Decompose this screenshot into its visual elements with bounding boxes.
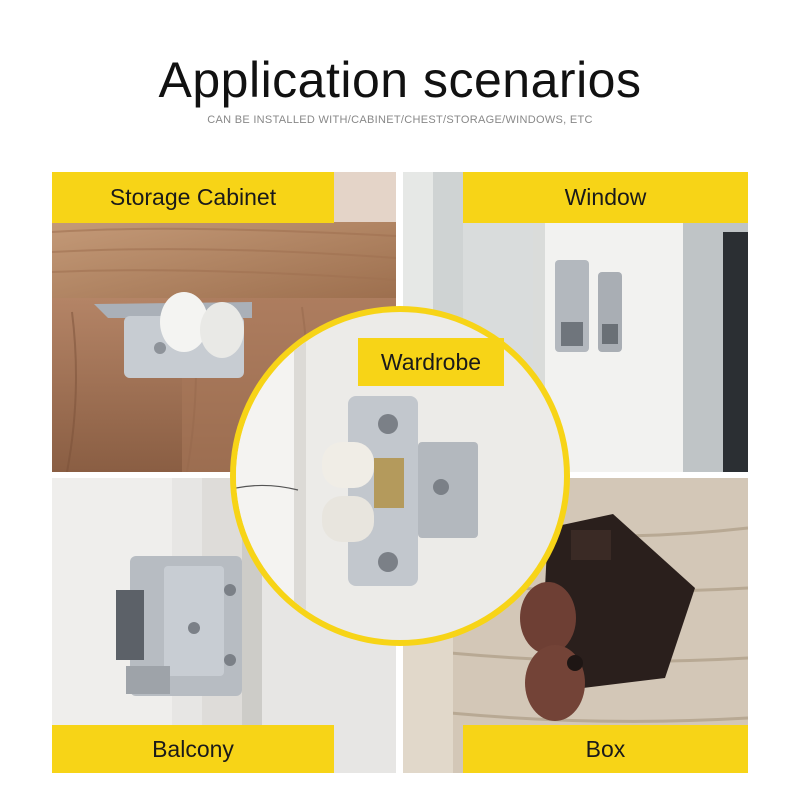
storage-cabinet-photo: Storage Cabinet bbox=[52, 172, 396, 472]
scenario-label: Window bbox=[463, 172, 748, 223]
scenario-label: Storage Cabinet bbox=[52, 172, 334, 223]
scenario-label: Balcony bbox=[52, 725, 334, 773]
page-subtitle: CAN BE INSTALLED WITH/CABINET/CHEST/STOR… bbox=[207, 114, 593, 126]
scenario-label: Wardrobe bbox=[358, 338, 504, 386]
page-title: Application scenarios bbox=[158, 52, 642, 108]
scenario-label: Box bbox=[463, 725, 748, 773]
wardrobe-circle-frame bbox=[230, 306, 570, 646]
